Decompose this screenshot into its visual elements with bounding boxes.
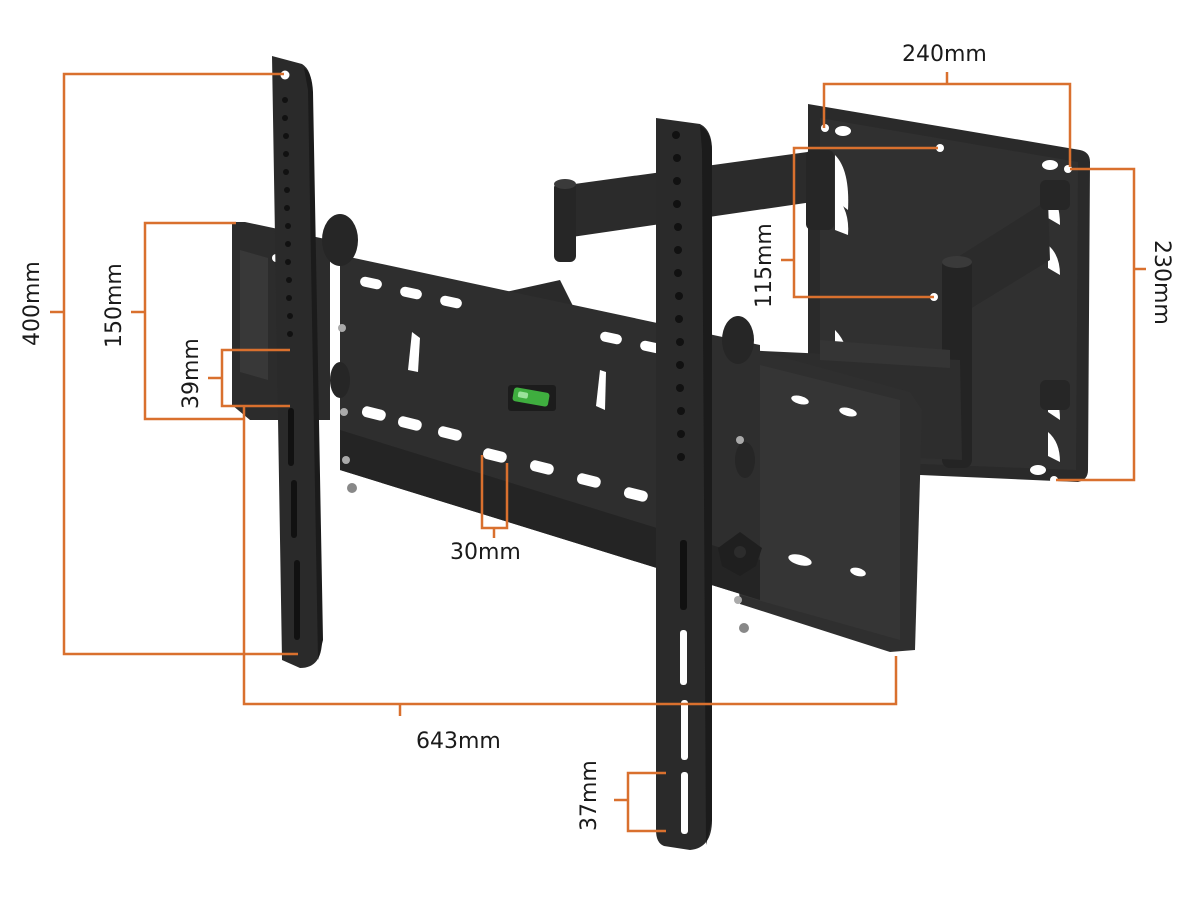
- dimension-lines: [50, 72, 1146, 833]
- arm-box-bracket: [720, 340, 922, 652]
- label-230mm: 230mm: [1149, 240, 1174, 325]
- dim-230mm-bracket: [1056, 167, 1136, 482]
- left-vertical-rail: [272, 56, 358, 668]
- dim-643mm-bracket: [242, 406, 898, 706]
- label-39mm: 39mm: [179, 338, 204, 409]
- label-400mm: 400mm: [20, 261, 45, 346]
- label-115mm: 115mm: [752, 223, 777, 308]
- horizontal-crossbar: [340, 255, 760, 600]
- right-vertical-rail: [656, 118, 762, 850]
- label-150mm: 150mm: [102, 263, 127, 348]
- dim-37mm-bracket: [626, 771, 666, 833]
- dim-115mm-bracket: [792, 146, 938, 299]
- label-30mm: 30mm: [450, 540, 521, 565]
- label-37mm: 37mm: [577, 760, 602, 831]
- dim-400mm-bracket: [62, 72, 298, 656]
- label-643mm: 643mm: [416, 729, 501, 754]
- bubble-level: [508, 385, 556, 411]
- label-240mm: 240mm: [902, 42, 987, 67]
- tilt-knob: [718, 532, 762, 576]
- dim-150mm-bracket: [143, 221, 245, 421]
